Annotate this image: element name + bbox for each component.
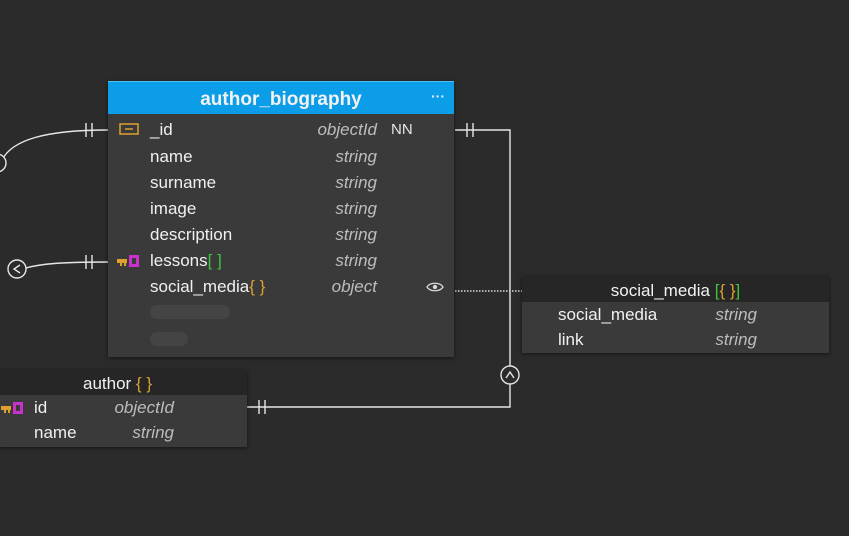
- table-header[interactable]: author { }: [0, 370, 247, 395]
- field-name: id: [34, 398, 48, 417]
- table-author-biography[interactable]: author_biography ··· _id objectId NN nam…: [108, 81, 454, 357]
- field-name: link: [558, 330, 584, 349]
- field-row[interactable]: link string: [522, 327, 829, 352]
- field-row[interactable]: image string: [108, 196, 454, 222]
- field-row[interactable]: lessons[ ] string: [108, 248, 454, 274]
- array-bracket: [ ]: [207, 251, 222, 270]
- primary-key-icon: [119, 123, 139, 135]
- array-bracket-close: ]: [735, 281, 741, 300]
- object-bracket: { }: [135, 374, 153, 393]
- field-row[interactable]: id objectId: [0, 395, 247, 420]
- field-row[interactable]: _id objectId NN: [108, 117, 454, 143]
- field-type: string: [335, 173, 377, 192]
- many-marker-circle: [0, 153, 7, 173]
- field-name: image: [150, 199, 197, 218]
- field-type: string: [715, 305, 757, 324]
- relationship-line-lessons: [25, 261, 109, 269]
- field-row[interactable]: surname string: [108, 170, 454, 196]
- field-type: string: [335, 225, 377, 244]
- field-type: string: [335, 199, 377, 218]
- field-type: objectId: [114, 398, 174, 417]
- field-type: string: [132, 423, 174, 442]
- chevron-left-icon: [12, 264, 21, 274]
- field-row[interactable]: social_media{ } object: [108, 274, 454, 300]
- relationship-line-id-left: [1, 129, 109, 161]
- field-name: name: [150, 147, 193, 166]
- field-type: string: [335, 251, 377, 270]
- field-type: string: [335, 147, 377, 166]
- field-name: description: [150, 225, 233, 244]
- many-marker-circle: [7, 259, 27, 279]
- table-social-media[interactable]: social_media [{ }] social_media string l…: [522, 276, 829, 353]
- foreign-key-icon: [117, 255, 139, 267]
- table-title-wrap: author { }: [83, 370, 152, 398]
- field-name: name: [34, 423, 77, 442]
- object-bracket: { }: [249, 277, 266, 296]
- relationship-line-id-author: [247, 129, 511, 408]
- field-row[interactable]: name string: [108, 144, 454, 170]
- field-name-text: social_media: [150, 277, 250, 296]
- field-name: _id: [150, 120, 173, 139]
- field-name: social_media: [558, 305, 658, 324]
- table-menu-button[interactable]: ···: [431, 88, 445, 104]
- field-name-text: lessons: [150, 251, 208, 270]
- table-header[interactable]: author_biography ···: [108, 81, 454, 114]
- loading-placeholder: [150, 332, 188, 346]
- field-row[interactable]: description string: [108, 222, 454, 248]
- field-name: surname: [150, 173, 217, 192]
- not-null-badge: NN: [391, 121, 413, 138]
- field-type: string: [715, 330, 757, 349]
- table-author[interactable]: author { } id objectId name string: [0, 370, 247, 447]
- field-type: objectId: [317, 120, 377, 139]
- collapse-marker-circle: [500, 365, 520, 385]
- foreign-key-icon: [1, 402, 23, 414]
- chevron-up-icon: [505, 370, 515, 379]
- field-name: lessons[ ]: [150, 248, 222, 274]
- field-type: object: [331, 277, 377, 296]
- field-name: social_media{ }: [150, 274, 265, 300]
- loading-placeholder: [150, 305, 230, 319]
- field-row[interactable]: social_media string: [522, 302, 829, 327]
- array-bracket-open: [: [714, 281, 720, 300]
- table-header[interactable]: social_media [{ }]: [522, 276, 829, 302]
- eye-icon[interactable]: [426, 281, 444, 293]
- table-title: social_media: [610, 281, 710, 300]
- table-title: author: [83, 374, 132, 393]
- table-title: author_biography: [200, 89, 362, 110]
- object-bracket: { }: [719, 281, 736, 300]
- field-row[interactable]: name string: [0, 420, 247, 445]
